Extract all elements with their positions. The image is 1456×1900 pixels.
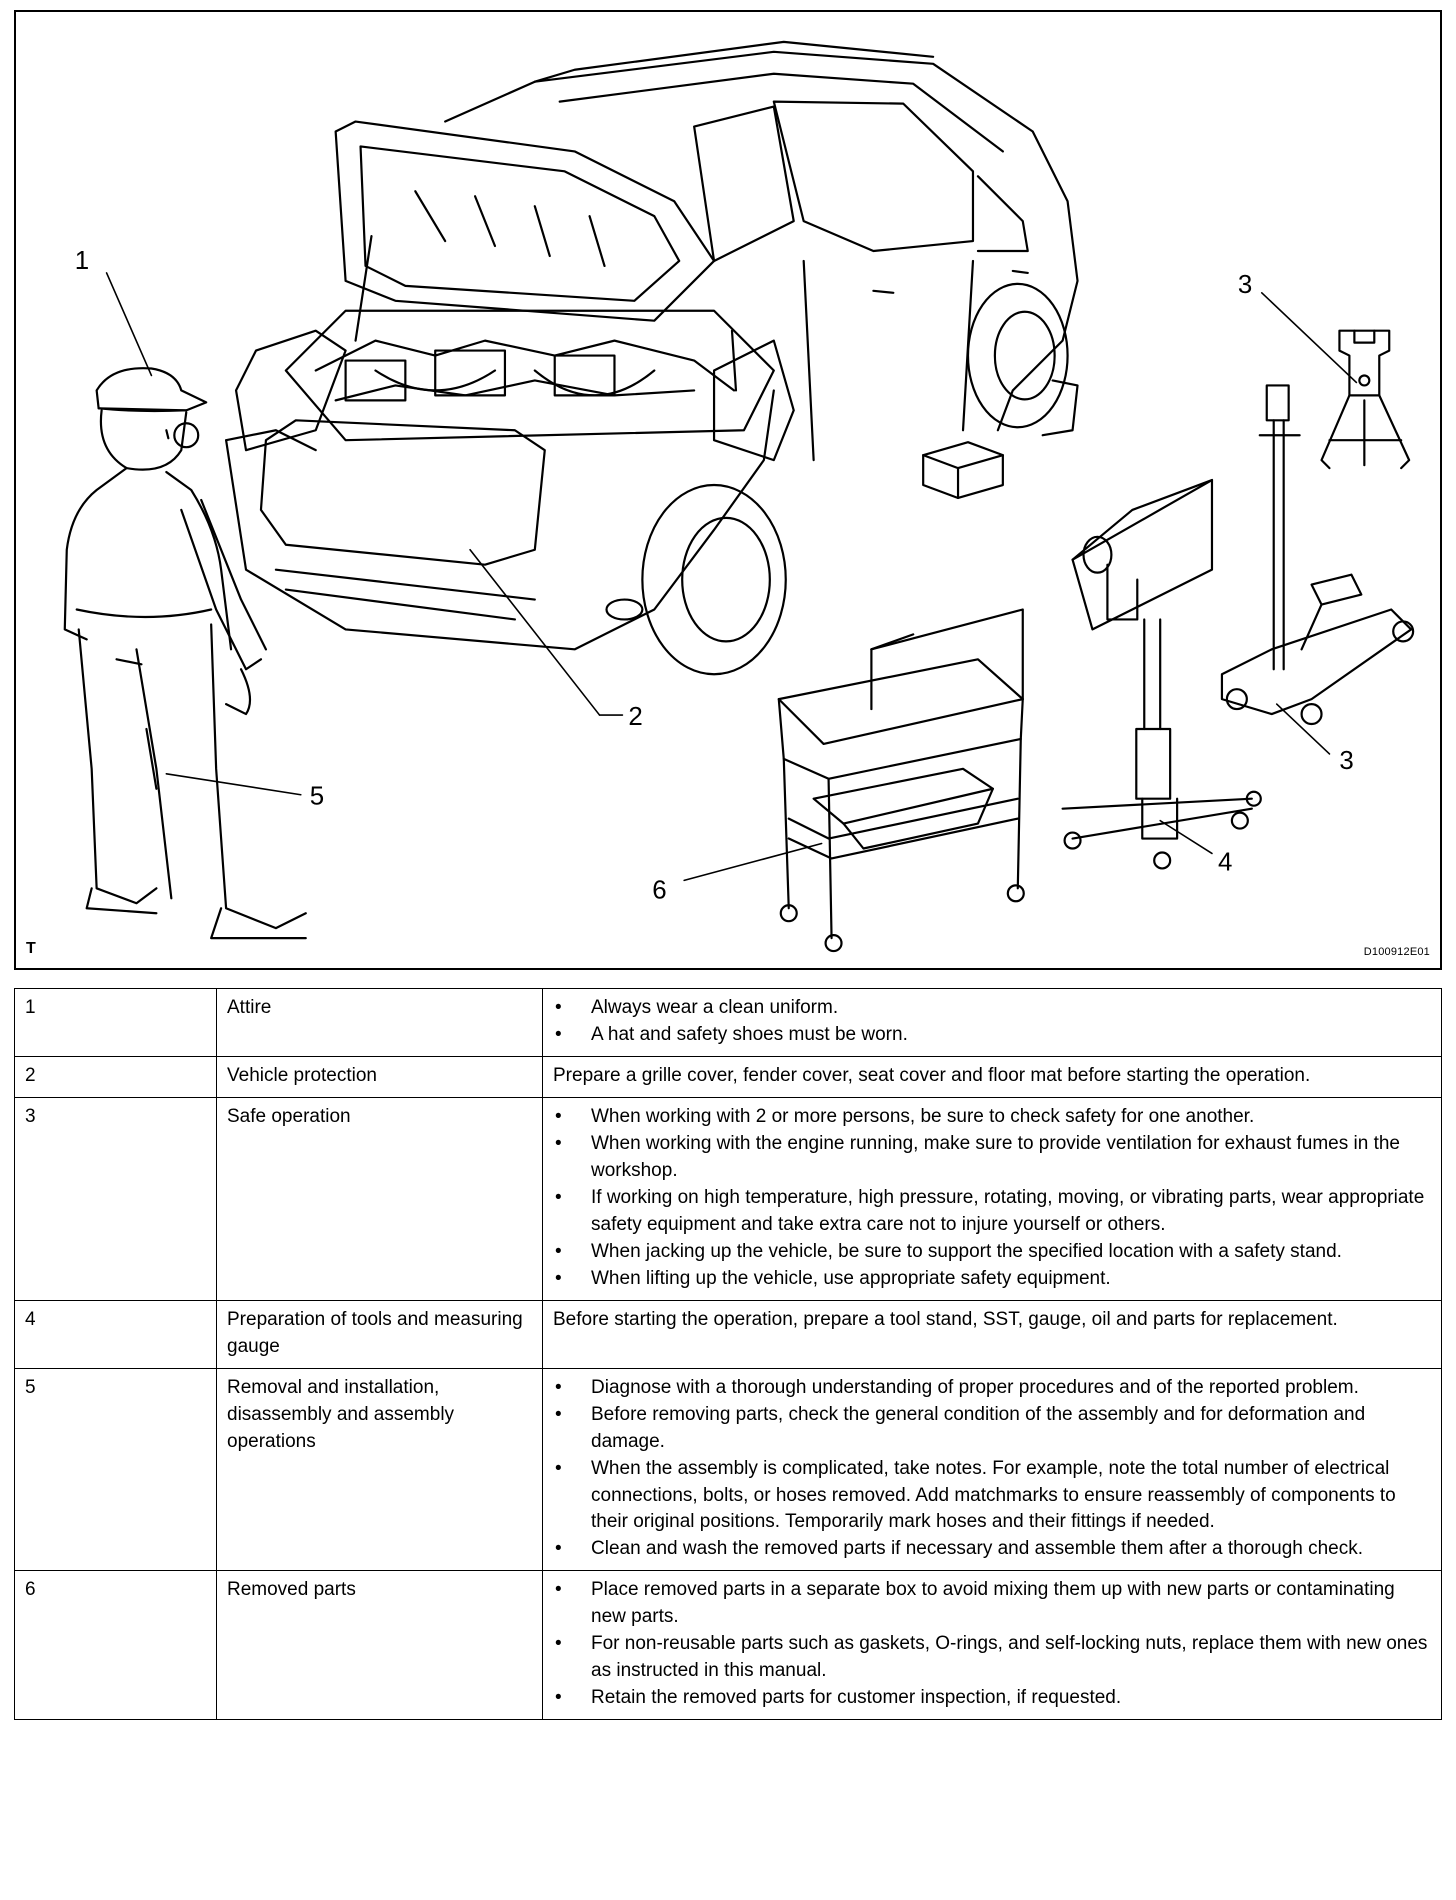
table-row: 4 Preparation of tools and measuring gau… [14,1299,1442,1369]
parts-cart-drawing [777,608,1025,953]
callout-6: 6 [652,876,666,904]
floor-jack-drawing [1220,384,1415,726]
bullet-item: Always wear a clean uniform. [553,995,1432,1022]
leader-lines [105,272,1358,882]
row-number: 6 [14,1570,217,1721]
bullet-item: Place removed parts in a separate box to… [553,1577,1432,1631]
row-item: Safe operation [216,1096,543,1301]
bullet-item: When the assembly is complicated, take n… [553,1456,1432,1537]
manual-page: 1 2 3 3 4 5 6 T D100912E01 1 Attire Alwa… [14,10,1444,1721]
bullet-item: Diagnose with a thorough understanding o… [553,1375,1432,1402]
row-number: 1 [14,988,217,1057]
bullet-item: If working on high temperature, high pre… [553,1185,1432,1239]
row-description: When working with 2 or more persons, be … [542,1096,1442,1301]
row-item: Removal and installation, disassembly an… [216,1367,543,1572]
jack-stand-drawing [1320,329,1411,470]
callout-4: 4 [1218,848,1232,876]
row-description: Prepare a grille cover, fender cover, se… [542,1055,1442,1098]
bullet-item: When working with 2 or more persons, be … [553,1104,1432,1131]
row-description: Before starting the operation, prepare a… [542,1299,1442,1369]
bullet-item: A hat and safety shoes must be worn. [553,1022,1432,1049]
workshop-drawing: 1 2 3 3 4 5 6 [63,40,1415,953]
bullet-item: For non-reusable parts such as gaskets, … [553,1631,1432,1685]
table-row: 2 Vehicle protection Prepare a grille co… [14,1055,1442,1098]
bullet-item: Before removing parts, check the general… [553,1402,1432,1456]
row-description: Place removed parts in a separate box to… [542,1570,1442,1721]
row-item: Attire [216,988,543,1057]
parts-stand-drawing [1061,478,1262,870]
bullet-item: When working with the engine running, ma… [553,1131,1432,1185]
row-number: 5 [14,1367,217,1572]
table-row: 3 Safe operation When working with 2 or … [14,1096,1442,1301]
row-number: 3 [14,1096,217,1301]
vehicle-drawing [225,40,1079,676]
row-item: Preparation of tools and measuring gauge [216,1299,543,1369]
figure-corner-letter: T [26,940,36,957]
figure-id: D100912E01 [1363,946,1430,958]
table-row: 1 Attire Always wear a clean uniform. A … [14,988,1442,1057]
workshop-illustration: 1 2 3 3 4 5 6 T D100912E01 [14,10,1442,970]
callout-1: 1 [75,247,89,275]
callout-3-floor-jack: 3 [1339,747,1353,775]
table-row: 6 Removed parts Place removed parts in a… [14,1570,1442,1721]
bullet-item: Clean and wash the removed parts if nece… [553,1536,1432,1563]
callout-5: 5 [310,783,324,811]
row-item: Removed parts [216,1570,543,1721]
row-description: Diagnose with a thorough understanding o… [542,1367,1442,1572]
bullet-item: When jacking up the vehicle, be sure to … [553,1239,1432,1266]
callout-2: 2 [628,703,642,731]
row-number: 2 [14,1055,217,1098]
row-description: Always wear a clean uniform. A hat and s… [542,988,1442,1057]
row-item: Vehicle protection [216,1055,543,1098]
row-number: 4 [14,1299,217,1369]
bullet-item: Retain the removed parts for customer in… [553,1685,1432,1712]
table-row: 5 Removal and installation, disassembly … [14,1367,1442,1572]
technician-drawing [63,367,307,940]
bullet-item: When lifting up the vehicle, use appropr… [553,1266,1432,1293]
callout-3-jack-stand: 3 [1238,271,1252,299]
operation-table: 1 Attire Always wear a clean uniform. A … [14,988,1442,1721]
